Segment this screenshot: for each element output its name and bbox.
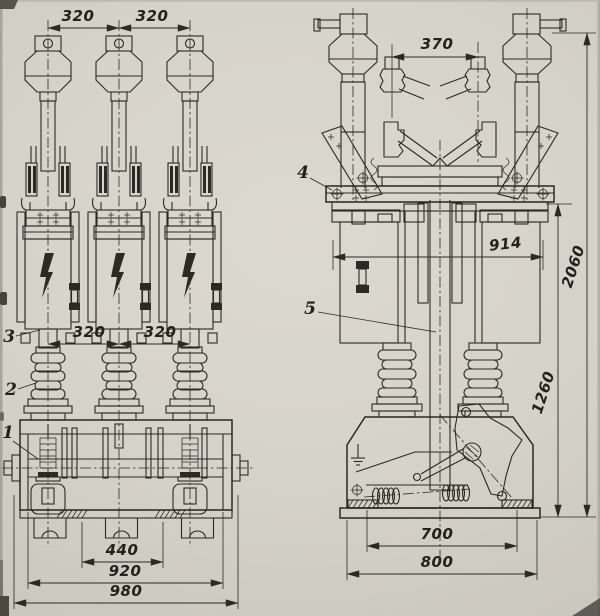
callout-4: 4 bbox=[297, 163, 309, 183]
dim-front-frame: 920 bbox=[109, 562, 142, 580]
side-dimensions: 370 914 2060 1260 700 800 4 5 bbox=[297, 32, 596, 580]
dim-front-overall: 980 bbox=[110, 582, 143, 600]
earth-ground-icon bbox=[351, 444, 365, 466]
dim-side-pole-span: 914 bbox=[488, 233, 523, 254]
callout-1: 1 bbox=[2, 423, 14, 443]
dim-side-contact-gap: 370 bbox=[421, 35, 454, 53]
callout-2: 2 bbox=[4, 380, 17, 400]
front-dimensions: 320 320 320 320 440 920 980 3 2 1 bbox=[2, 7, 239, 609]
side-view bbox=[313, 8, 567, 560]
dim-front-feet: 440 bbox=[105, 541, 139, 559]
callout-3: 3 bbox=[3, 327, 15, 347]
dim-front-pitch-top-right: 320 bbox=[136, 7, 169, 25]
dim-front-pitch-mid-left: 320 bbox=[73, 323, 106, 341]
dim-side-height-frame: 1260 bbox=[528, 369, 559, 416]
front-view bbox=[2, 20, 254, 547]
dim-front-pitch-top-left: 320 bbox=[62, 7, 95, 25]
dim-front-pitch-mid-right: 320 bbox=[144, 323, 177, 341]
callout-5: 5 bbox=[304, 299, 316, 319]
dim-side-base: 700 bbox=[421, 525, 454, 543]
dim-side-height-overall: 2060 bbox=[558, 243, 589, 290]
dim-side-base-plate: 800 bbox=[421, 553, 454, 571]
